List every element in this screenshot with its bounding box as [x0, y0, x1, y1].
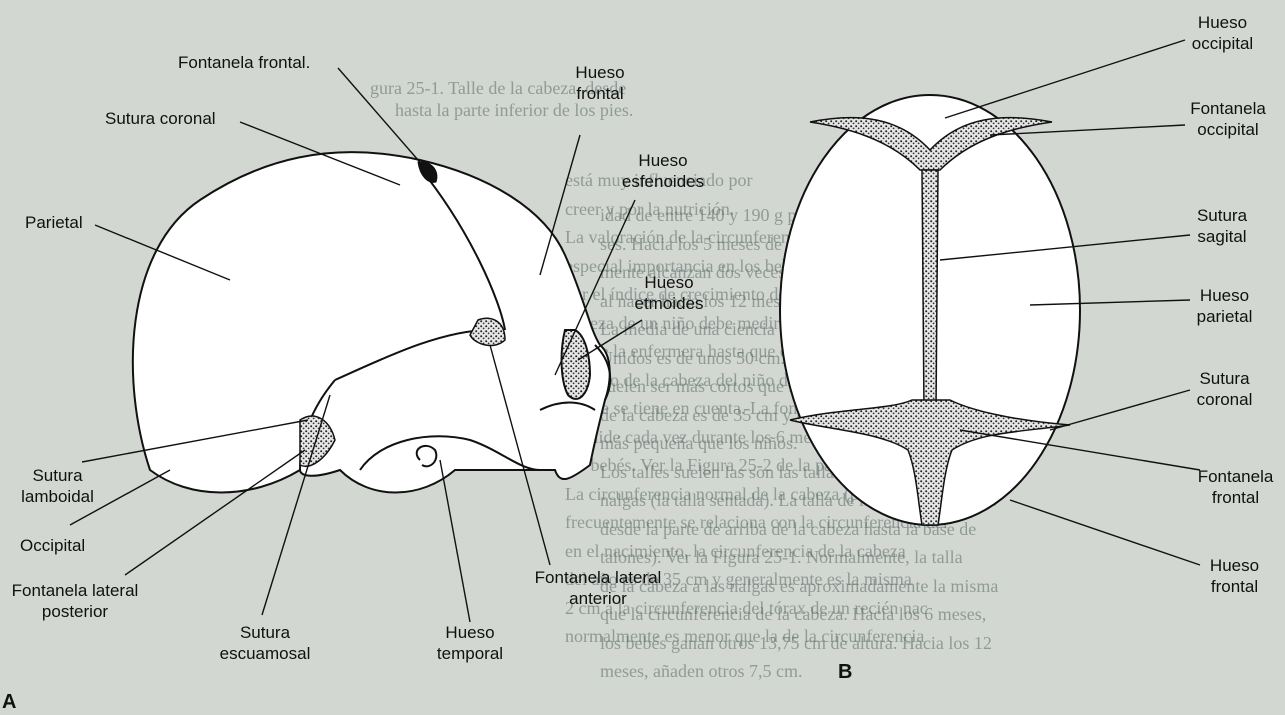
- label-hueso-frontal-b: Hueso frontal: [1192, 555, 1277, 598]
- label-fontanela-lateral-posterior-a: Fontanela lateral posterior: [5, 580, 145, 623]
- label-hueso-esfenoides-a: Hueso esfenoides: [608, 150, 718, 193]
- label-occipital-a: Occipital: [20, 535, 85, 556]
- label-sutura-coronal-a: Sutura coronal: [105, 108, 216, 129]
- label-sutura-escuamosal-a: Sutura escuamosal: [215, 622, 315, 665]
- panel-label-b: B: [838, 660, 852, 685]
- label-hueso-occipital-b: Hueso occipital: [1175, 12, 1270, 55]
- leader-sutura-coronal-b: [1050, 390, 1190, 430]
- label-hueso-etmoides-a: Hueso etmoides: [624, 272, 714, 315]
- label-hueso-frontal-a: Hueso frontal: [560, 62, 640, 105]
- label-sutura-lamboidal-a: Sutura lamboidal: [10, 465, 105, 508]
- leader-hueso-occipital-b: [945, 40, 1185, 118]
- panel-label-a: A: [2, 690, 16, 715]
- label-sutura-coronal-b: Sutura coronal: [1182, 368, 1267, 411]
- leader-hueso-frontal-b: [1010, 500, 1200, 565]
- label-sutura-sagital-b: Sutura sagital: [1182, 205, 1262, 248]
- label-fontanela-frontal-b: Fontanela frontal: [1188, 466, 1283, 509]
- label-parietal-a: Parietal: [25, 212, 83, 233]
- sagittal-suture-b: [922, 170, 938, 410]
- label-hueso-temporal-a: Hueso temporal: [420, 622, 520, 665]
- label-fontanela-lateral-anterior-a: Fontanela lateral anterior: [528, 567, 668, 610]
- label-fontanela-frontal-a: Fontanela frontal.: [178, 52, 310, 73]
- skull-b-top: [780, 95, 1080, 525]
- label-fontanela-occipital-b: Fontanela occipital: [1178, 98, 1278, 141]
- label-hueso-parietal-b: Hueso parietal: [1182, 285, 1267, 328]
